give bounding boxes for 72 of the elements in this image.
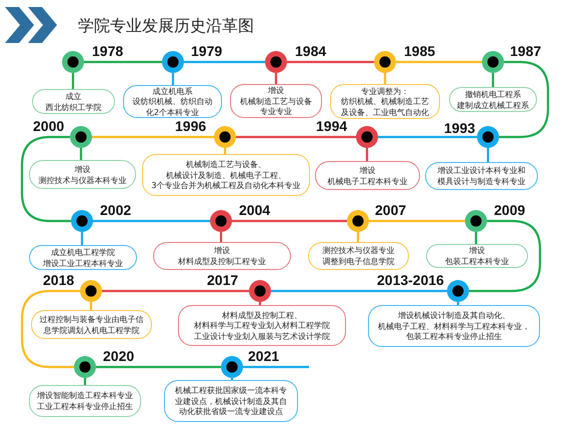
year-label: 2021	[248, 348, 280, 364]
title: 学院专业发展历史沿革图	[78, 16, 254, 36]
year-label: 1996	[175, 118, 206, 134]
timeline-line	[369, 220, 465, 222]
timeline-line	[287, 60, 374, 64]
timeline-line	[396, 60, 482, 64]
timeline-line	[184, 60, 265, 64]
timeline-line	[243, 366, 309, 368]
event-box: 专业调整为：纺织机械、机械制造工艺及设备、工业电气自动化	[330, 84, 440, 119]
event-box: 过程控制与装备专业由电子信息学院调划入机电工程学院	[31, 310, 152, 339]
year-label: 2013-2016	[377, 272, 444, 288]
timeline-line	[20, 290, 80, 368]
timeline-line	[499, 60, 550, 138]
stem-line	[80, 148, 82, 160]
year-label: 2017	[207, 272, 238, 288]
stem-line	[80, 232, 84, 245]
event-box: 增设机械制造工艺与设备专业专业	[230, 84, 322, 118]
stem-line	[356, 232, 360, 242]
event-box: 机械制造工艺与设备、机械设计及制造、机械电子工程、3个专业合并为机械工程及自动化本科专业	[142, 154, 310, 196]
timeline-line	[84, 60, 162, 64]
year-label: 1993	[444, 120, 476, 136]
year-label: 1978	[92, 43, 124, 59]
event-box: 成立机电工程学院增设工业工程本科专业	[29, 245, 137, 270]
event-box: 材料成型及控制工程、材料科学与工程专业划入材料工程学院工业设计专业划入服装与艺术设计学院	[178, 305, 346, 346]
year-label: 2004	[239, 202, 270, 218]
stem-line	[384, 73, 386, 84]
year-label: 2020	[103, 348, 134, 364]
event-box: 增设测控技术与仪器本科专业	[29, 160, 136, 189]
stem-line	[72, 73, 74, 89]
stem-line	[258, 302, 262, 305]
stem-line	[224, 148, 226, 154]
timeline-line	[96, 366, 221, 368]
stem-line	[220, 232, 222, 242]
year-label: 1979	[191, 43, 222, 59]
timeline-line	[232, 220, 347, 222]
timeline-line	[93, 220, 210, 222]
year-label: 2002	[100, 202, 132, 218]
year-label: 2009	[494, 202, 526, 218]
stem-line	[172, 73, 174, 85]
year-label: 1994	[316, 118, 348, 134]
timeline-line	[92, 136, 214, 138]
event-box: 增设智能制造工程本科专业工业工程本科专业停止招生	[29, 385, 141, 417]
year-label: 2018	[43, 272, 74, 288]
event-box: 测控技术与仪器专业调整到电子信息学院	[308, 242, 409, 270]
year-label: 1987	[510, 43, 542, 59]
timeline-line	[469, 220, 542, 292]
year-label: 1985	[404, 43, 436, 59]
stem-line	[274, 73, 278, 84]
timeline-line	[236, 136, 356, 138]
timeline-line	[378, 136, 477, 138]
year-label: 1984	[295, 43, 326, 59]
year-label: 2007	[375, 202, 406, 218]
stem-line	[84, 378, 86, 385]
stem-line	[474, 232, 478, 244]
event-box: 成立机电系设纺织机械、纺织自动化2个本科专业	[123, 85, 222, 118]
event-box: 增设包装工程本科专业	[426, 244, 528, 268]
event-box: 增设工业设计本科专业和模具设计与制造专科专业	[425, 162, 538, 190]
timeline-line	[20, 136, 71, 222]
stem-line	[366, 148, 368, 161]
event-box: 机械工程获批国家级一流本科专业建设点，机械设计制造及其自动化获批省级一流专业建设点	[164, 380, 298, 422]
event-box: 增设机械设计制造及其自动化、机械电子工程、材料科学与工程本科专业，包装工程本科专业停止招生	[368, 305, 540, 347]
stem-line	[486, 148, 490, 162]
stem-line	[90, 302, 92, 310]
event-box: 增设材料成型及控制工程专业	[153, 242, 291, 270]
event-box: 增设机械电子工程本科专业	[315, 161, 420, 190]
year-label: 2000	[33, 118, 64, 134]
stem-line	[492, 73, 494, 87]
event-box: 撤销机电工程系建制成立机械工程系	[449, 87, 537, 112]
stem-line	[456, 302, 460, 305]
timeline-line	[271, 290, 447, 292]
event-box: 成立西北纺织工学院	[32, 89, 115, 114]
timeline-line	[102, 290, 249, 292]
